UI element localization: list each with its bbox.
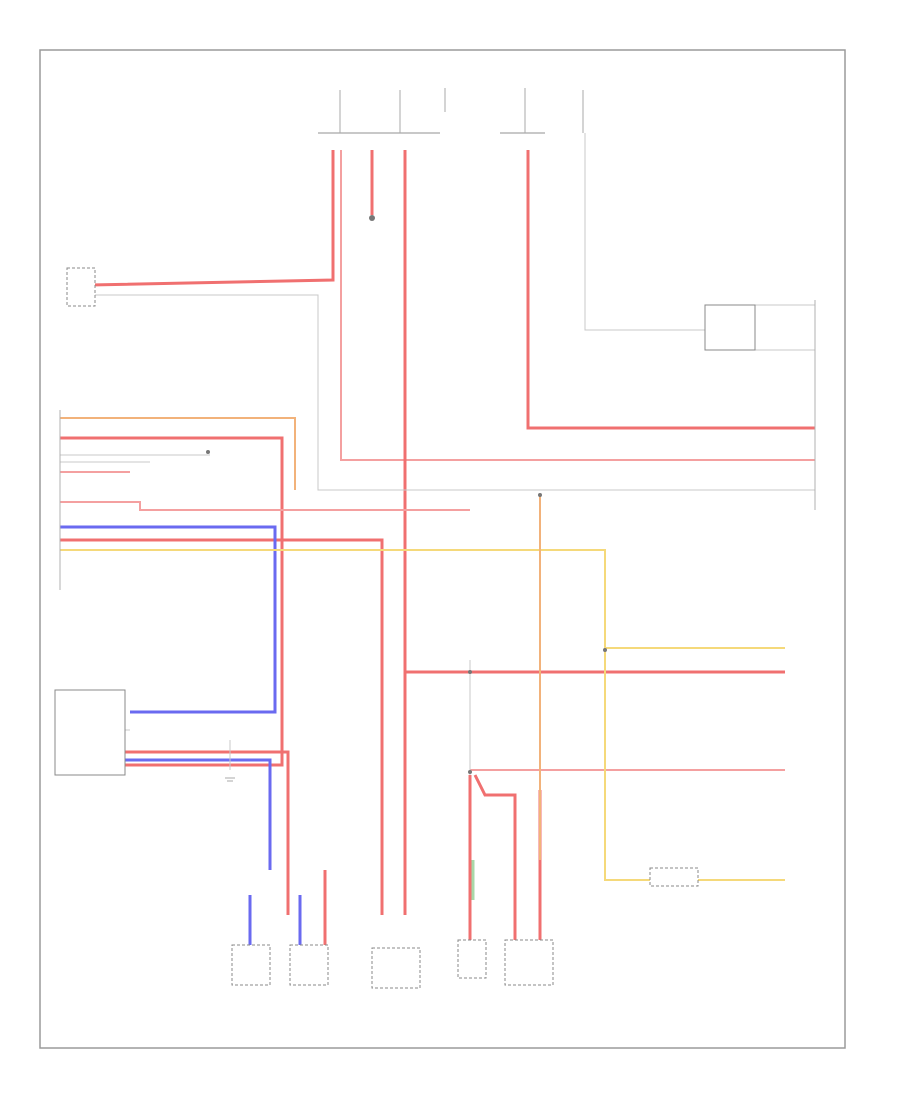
component-bottom-2 bbox=[289, 944, 329, 986]
diagram-frame bbox=[39, 49, 846, 1049]
blue-wires bbox=[60, 525, 302, 945]
splice-points bbox=[206, 215, 607, 774]
component-resistor-module bbox=[54, 689, 126, 776]
component-bottom-3 bbox=[371, 947, 421, 989]
component-relay-box bbox=[704, 304, 756, 351]
component-bottom-5 bbox=[504, 939, 554, 986]
component-switch bbox=[649, 867, 699, 887]
component-bottom-4 bbox=[457, 939, 487, 979]
red-wires bbox=[60, 150, 815, 945]
ground-symbol bbox=[225, 777, 235, 782]
component-bottom-1 bbox=[231, 944, 271, 986]
colored-wires bbox=[60, 417, 785, 881]
gray-wires bbox=[60, 133, 815, 775]
component-top-left bbox=[66, 267, 96, 307]
top-fuse-block bbox=[318, 88, 584, 134]
